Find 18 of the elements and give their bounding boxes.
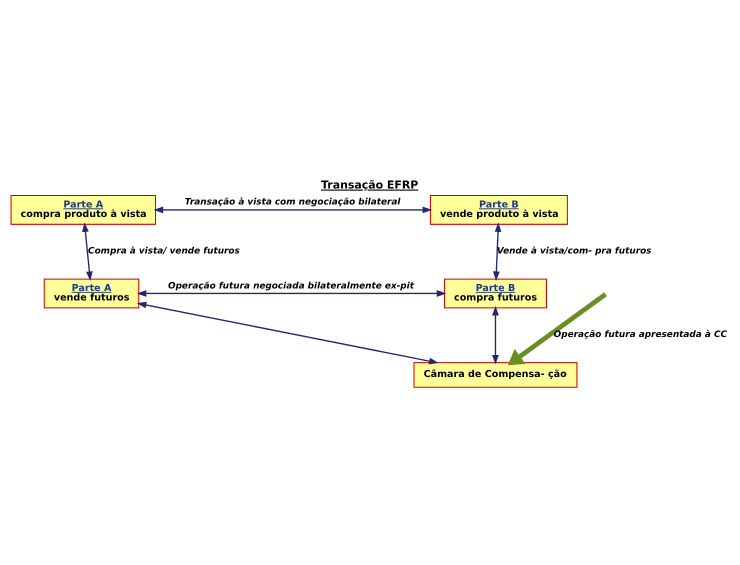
arrow <box>136 290 446 297</box>
edge-label: Operação futura negociada bilateralmente ex-pit <box>168 281 414 292</box>
arrow <box>154 206 432 214</box>
edge-label: Transação à vista com negociação bilateral <box>184 198 400 208</box>
arrow <box>508 292 608 366</box>
arrow <box>82 222 93 282</box>
edge-label: Vende à vista/com- pra futuros <box>496 246 652 256</box>
node-box: Parte B vende produto à vista <box>430 195 568 225</box>
arrow <box>136 302 439 364</box>
arrow <box>492 306 499 365</box>
node-box: Câmara de Compensa- ção <box>413 362 578 388</box>
node-box: Parte A compra produto à vista <box>10 195 156 225</box>
edge-label: Operação futura apresentada à CC <box>554 330 728 340</box>
diagram-title: Transação EFRP <box>321 178 418 192</box>
node-box: Parte B compra futuros <box>444 278 547 308</box>
edge-label: Compra à vista/ vende futuros <box>88 246 240 256</box>
arrow <box>493 222 502 282</box>
node-box: Parte A vende futuros <box>44 278 140 308</box>
